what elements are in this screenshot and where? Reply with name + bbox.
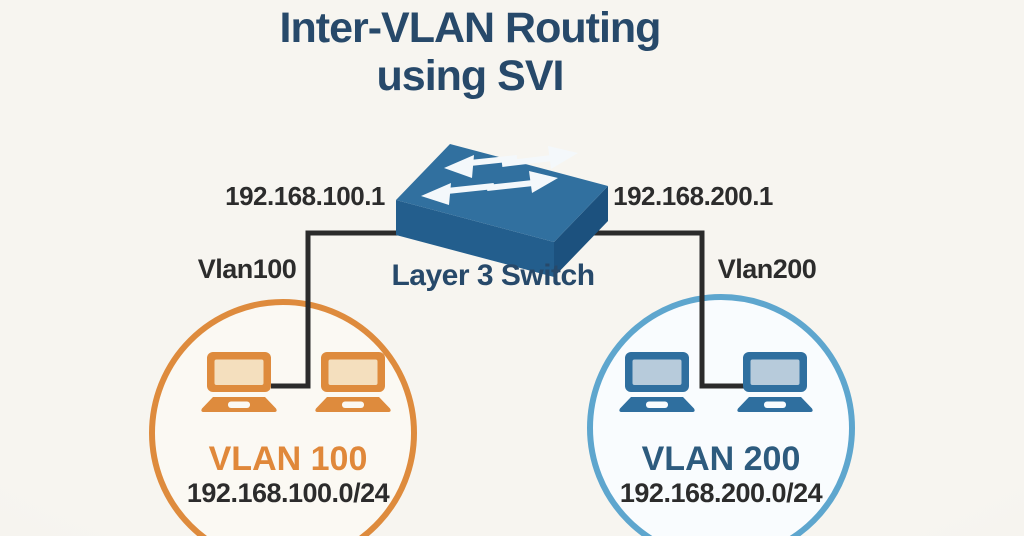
vlan100-name: VLAN 100	[208, 440, 368, 478]
link-line-vlan200	[585, 230, 746, 389]
layer3-switch-icon	[396, 144, 608, 277]
port-vlan-right: Vlan200	[717, 254, 817, 284]
vlan200-subnet: 192.168.200.0/24	[619, 478, 823, 508]
title-line-1: Inter-VLAN Routing	[279, 4, 662, 52]
vlan200-name: VLAN 200	[641, 440, 801, 478]
arrow-icon	[444, 155, 518, 178]
laptop-icon	[737, 352, 813, 412]
laptop-icon	[315, 352, 391, 412]
link-line-vlan100	[271, 230, 400, 389]
arrow-icon	[486, 171, 558, 193]
title-line-2: using SVI	[376, 52, 565, 101]
arrow-icon	[501, 146, 578, 169]
page-title: Inter-VLAN Routing using SVI	[279, 4, 662, 101]
arrow-icon	[421, 183, 495, 205]
svi-ip-right: 192.168.200.1	[613, 181, 773, 211]
svi-ip-left: 192.168.100.1	[225, 181, 385, 211]
laptop-icon	[201, 352, 277, 412]
switch-label: Layer 3 Switch	[391, 259, 595, 292]
laptop-icon	[619, 352, 695, 412]
vlan100-subnet: 192.168.100.0/24	[186, 478, 390, 508]
port-vlan-left: Vlan100	[197, 254, 297, 284]
